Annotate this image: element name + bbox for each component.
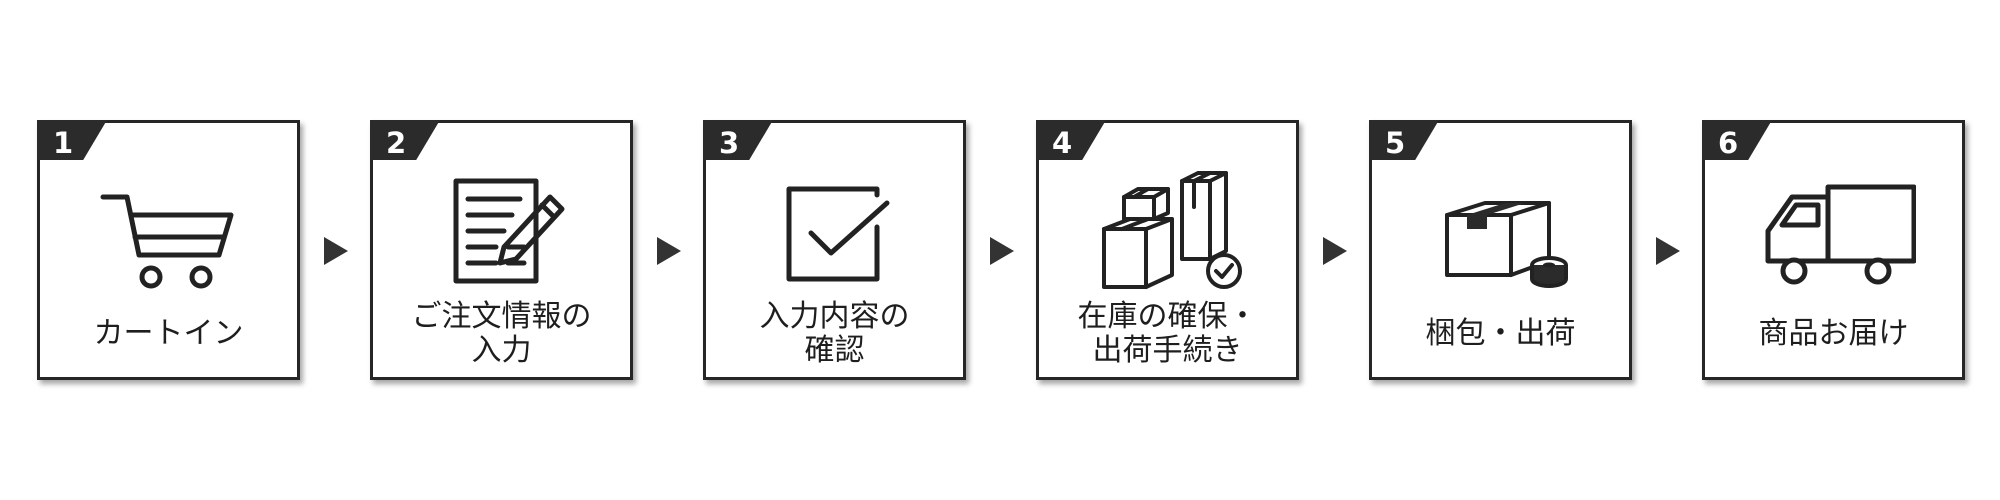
order-form-pencil-icon: [453, 178, 565, 284]
box-tape-icon: [1445, 201, 1568, 288]
step-card-confirm-input: 3 入力内容の 確認: [703, 120, 966, 380]
flow-arrow-icon: [324, 237, 348, 265]
step-label-line: カートイン: [93, 316, 244, 351]
step-card-packing-shipping: 5 梱包・出荷: [1369, 120, 1632, 380]
step-label-line: 入力: [471, 333, 532, 368]
step-label: ご注文情報の 入力: [377, 291, 626, 377]
step-label: 商品お届け: [1709, 291, 1958, 377]
flow-arrow-icon: [990, 237, 1014, 265]
step-label-line: 入力内容の: [759, 299, 910, 334]
step-label-line: 確認: [804, 333, 865, 368]
step-label-line: 出荷手続き: [1092, 333, 1243, 368]
step-label-line: ご注文情報の: [411, 299, 592, 334]
step-label: 在庫の確保・ 出荷手続き: [1043, 291, 1292, 377]
step-number: 6: [1718, 126, 1739, 160]
step-card-delivery: 6 商品お届け: [1702, 120, 1965, 380]
flow-arrow-icon: [1656, 237, 1680, 265]
checkbox-icon: [786, 186, 890, 282]
boxes-check-icon: [1102, 171, 1242, 289]
step-card-stock-shipping: 4 在庫の確保: [1036, 120, 1299, 380]
step-number: 4: [1052, 126, 1073, 160]
step-label-line: 商品お届け: [1758, 316, 1909, 351]
flow-arrow-icon: [657, 237, 681, 265]
step-number: 1: [53, 126, 74, 160]
step-label: 入力内容の 確認: [710, 291, 959, 377]
step-number: 5: [1385, 126, 1406, 160]
step-label-line: 梱包・出荷: [1425, 316, 1576, 351]
step-card-cart-in: 1 カートイン: [37, 120, 300, 380]
step-number: 3: [719, 126, 740, 160]
step-label: カートイン: [44, 291, 293, 377]
step-label: 梱包・出荷: [1376, 291, 1625, 377]
shopping-cart-icon: [100, 194, 234, 289]
step-label-line: 在庫の確保・: [1077, 299, 1258, 334]
flow-arrow-icon: [1323, 237, 1347, 265]
delivery-truck-icon: [1765, 184, 1916, 285]
step-card-order-info: 2 ご注文情報の 入力: [370, 120, 633, 380]
step-number: 2: [386, 126, 407, 160]
